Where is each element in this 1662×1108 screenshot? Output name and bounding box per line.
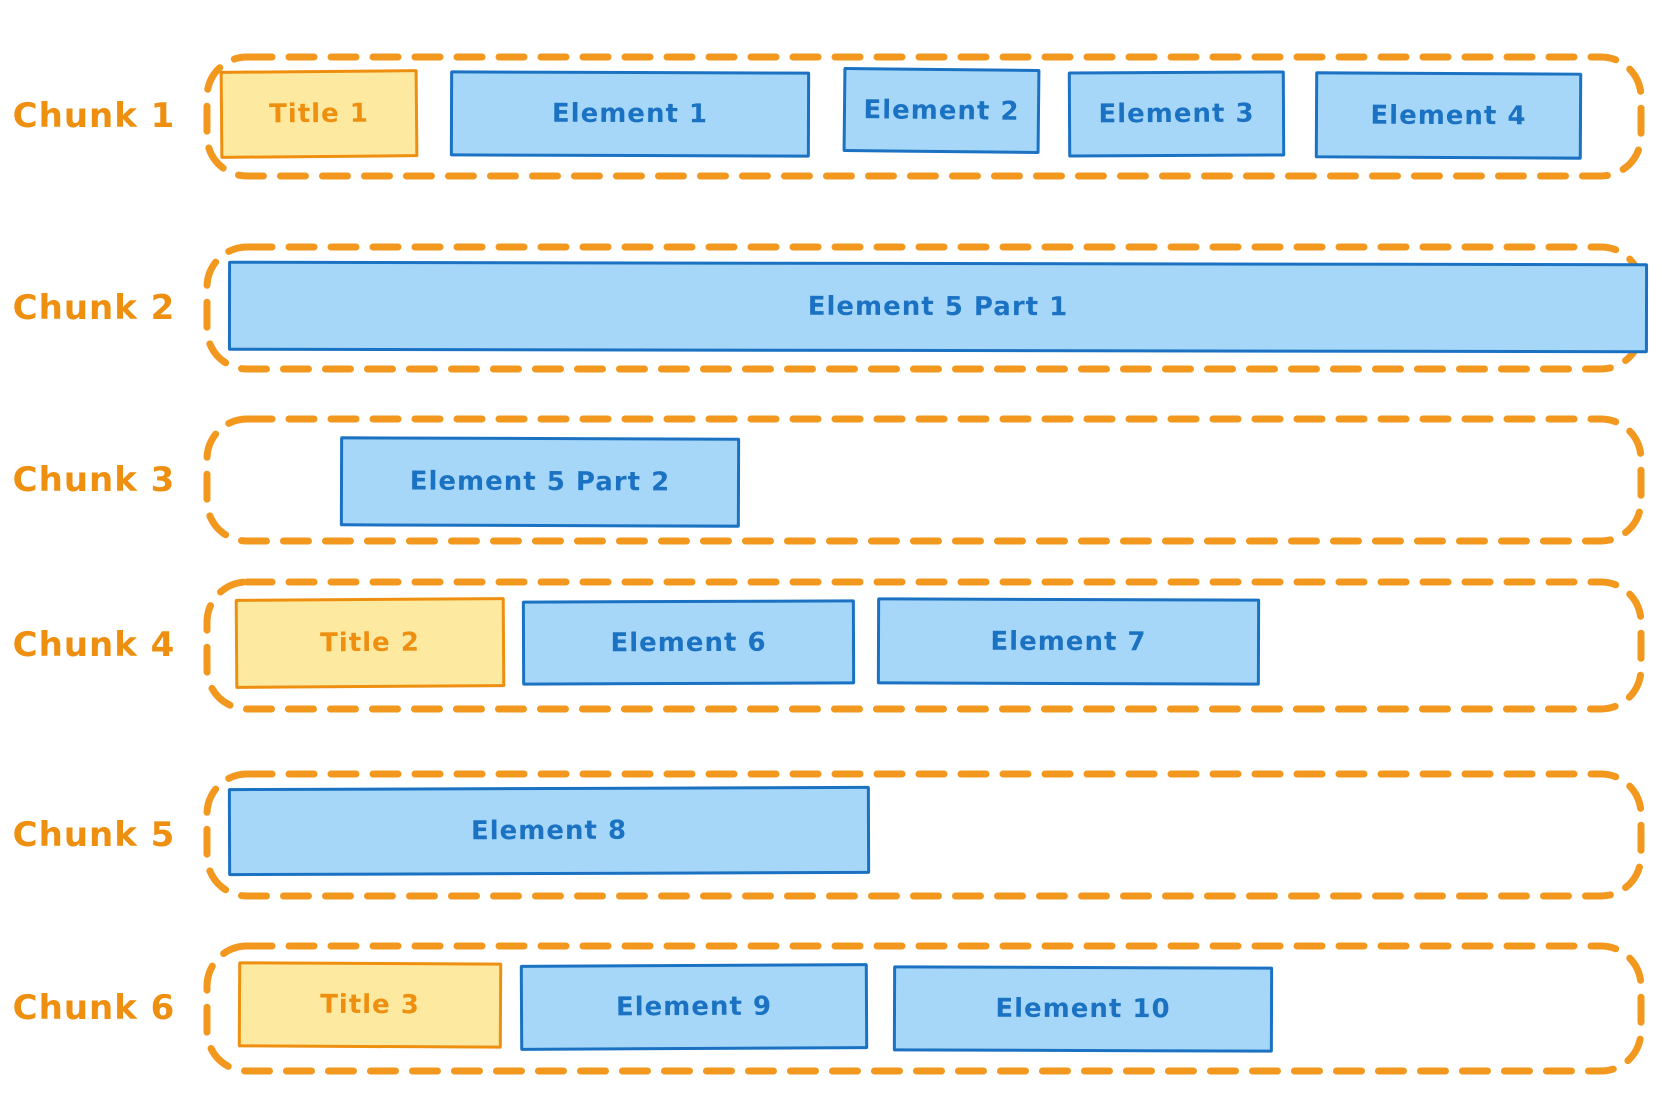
element-2-box: Element 2 xyxy=(842,66,1041,155)
element-9-box: Element 9 xyxy=(519,963,869,1051)
chunk-1-dashed-border xyxy=(203,53,1645,180)
chunk-6-dashed-border xyxy=(203,942,1645,1075)
chunk-5-label: Chunk 5 xyxy=(12,815,176,855)
chunk-5-dashed-border xyxy=(203,770,1645,900)
element-8-box: Element 8 xyxy=(227,785,871,877)
element-10-box: Element 10 xyxy=(892,965,1274,1053)
title-1-box: Title 1 xyxy=(219,69,419,159)
element-6-box: Element 6 xyxy=(521,599,856,686)
element-1-box: Element 1 xyxy=(449,70,811,158)
chunk-4-label: Chunk 4 xyxy=(12,625,176,665)
element-7-box: Element 7 xyxy=(876,597,1261,686)
title-2-box: Title 2 xyxy=(234,597,506,689)
chunk-1-label: Chunk 1 xyxy=(12,96,176,136)
element-3-box: Element 3 xyxy=(1067,70,1286,158)
title-3-box: Title 3 xyxy=(237,961,503,1049)
chunk-3-label: Chunk 3 xyxy=(12,460,176,500)
element-4-box: Element 4 xyxy=(1314,71,1583,160)
element-5-part-1-box: Element 5 Part 1 xyxy=(227,260,1649,354)
chunk-4-dashed-border xyxy=(203,578,1645,713)
chunk-2-label: Chunk 2 xyxy=(12,288,176,328)
chunk-3-dashed-border xyxy=(203,415,1645,545)
chunk-6-label: Chunk 6 xyxy=(12,988,176,1028)
element-5-part-2-box: Element 5 Part 2 xyxy=(339,436,741,528)
